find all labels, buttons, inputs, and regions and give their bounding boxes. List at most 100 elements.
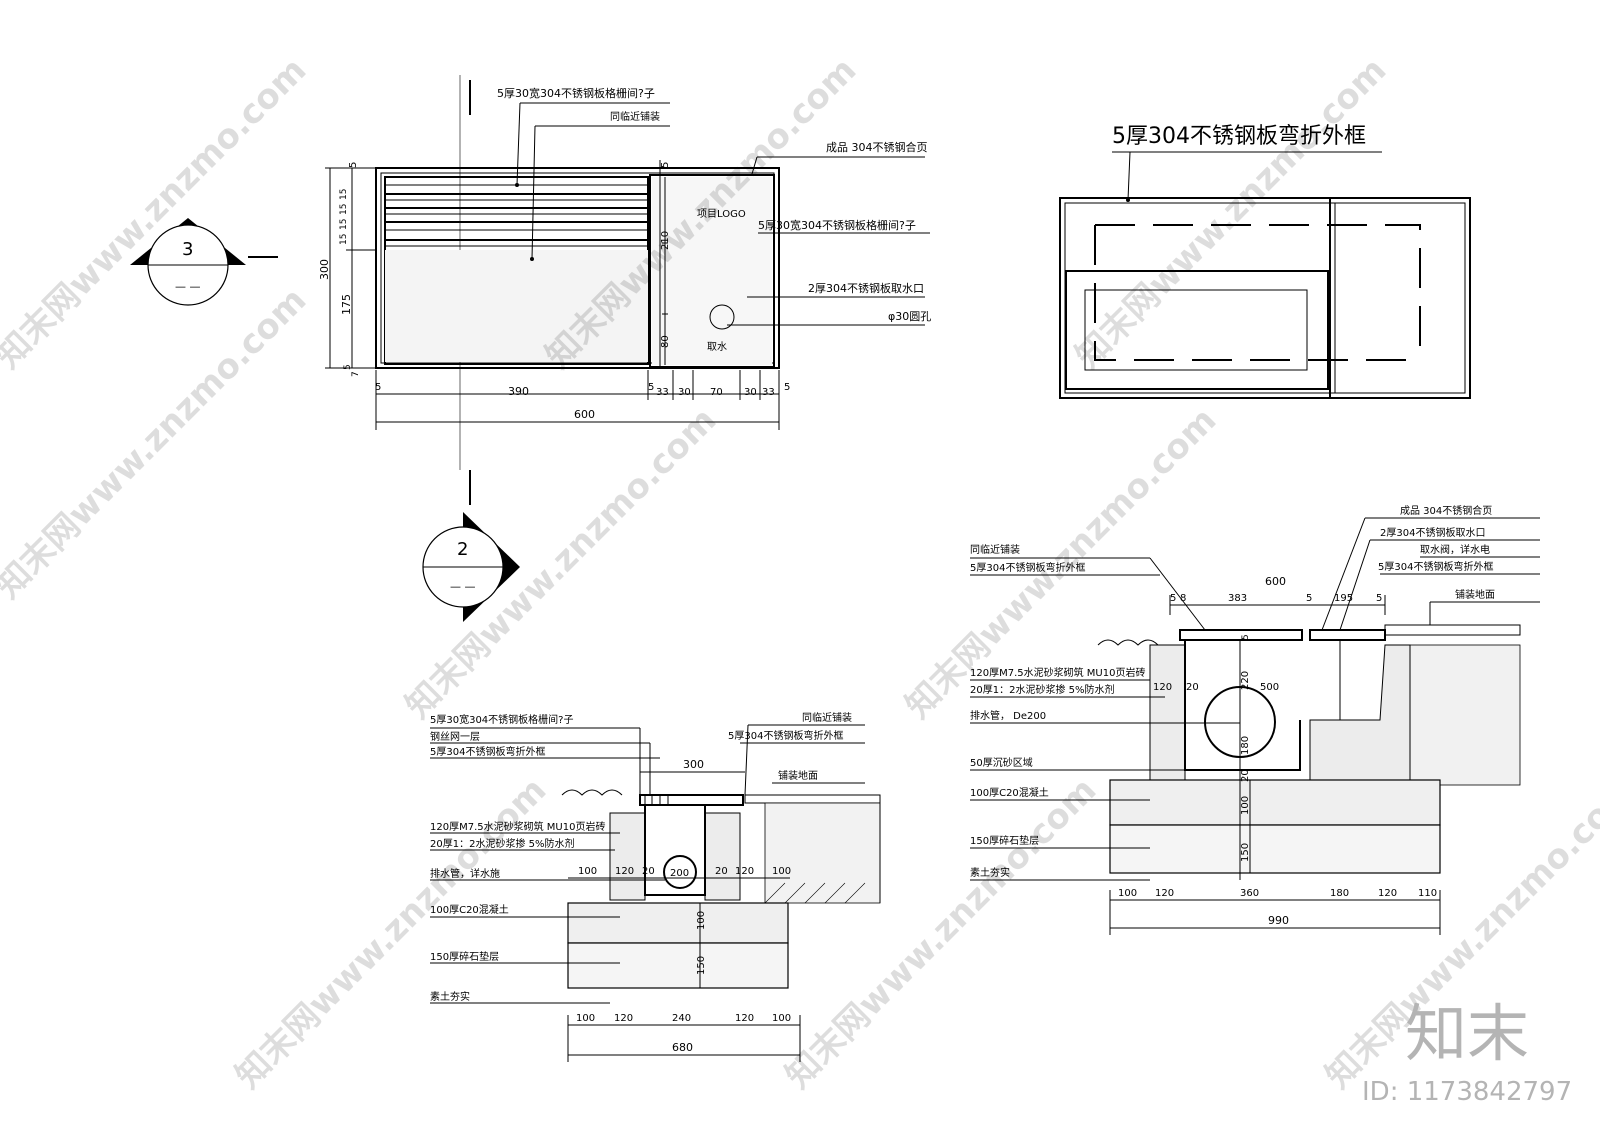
sl-dim-150: 150 xyxy=(696,956,707,975)
plan-dim-210: 210 xyxy=(660,231,671,250)
section-2-number: 2 xyxy=(457,539,468,560)
sr-label-2: 120厚M7.5水泥砂浆砌筑 MU10页岩砖 xyxy=(970,666,1145,679)
sl-dim-mid-0: 100 xyxy=(578,866,597,877)
section-marker-3 xyxy=(130,218,278,306)
plan-label-grate: 5厚30宽304不锈钢板格栅间?子 xyxy=(497,86,655,100)
plan-dim-bottom-5b: 5 xyxy=(784,382,790,393)
sl-dim-bottom-1: 120 xyxy=(614,1013,633,1024)
sl-dim-mid-2: 20 xyxy=(642,866,655,877)
plan-dim-bottom-2: 5 xyxy=(648,382,654,393)
sr-dim-bottom-5: 110 xyxy=(1418,888,1437,899)
section-marker-2 xyxy=(422,512,520,622)
sr-dim-top-3: 5 xyxy=(1306,593,1312,604)
sr-dim-vert-2: 180 xyxy=(1240,736,1251,755)
sr-dim-top-4: 195 xyxy=(1334,593,1353,604)
sl-label-5: 排水管，详水施 xyxy=(430,867,500,880)
plan-dim-80: 80 xyxy=(660,335,671,348)
sr-dim-top-1: 8 xyxy=(1180,593,1186,604)
sr-dim-bottom-4: 120 xyxy=(1378,888,1397,899)
sr-dim-total: 990 xyxy=(1268,914,1289,927)
sr-dim-bottom-0: 100 xyxy=(1118,888,1137,899)
sr-label-5: 50厚沉砂区域 xyxy=(970,756,1033,769)
frame-view-title: 5厚304不锈钢板弯折外框 xyxy=(1112,124,1366,149)
plan-label-paving: 同临近铺装 xyxy=(610,110,660,123)
sr-label-7: 150厚碎石垫层 xyxy=(970,834,1039,847)
plan-dim-left-3: 15 xyxy=(339,219,349,230)
sr-dim-top-5: 5 xyxy=(1376,593,1382,604)
frame-view xyxy=(1059,151,1471,399)
sl-dim-top: 300 xyxy=(683,758,704,771)
sr-label-8: 素土夯实 xyxy=(970,866,1010,879)
plan-dim-left-2: 15 xyxy=(339,204,349,215)
sr-dim-mid-1: 20 xyxy=(1186,682,1199,693)
sr-dim-mid-0: 120 xyxy=(1153,682,1172,693)
sr-dim-vert-1: 220 xyxy=(1240,671,1251,690)
plan-dim-left-1: 15 xyxy=(339,189,349,200)
sl-dim-bottom-3: 120 xyxy=(735,1013,754,1024)
plan-dim-5-top: 5 xyxy=(660,162,671,168)
plan-logo-text: 项目LOGO xyxy=(697,208,746,220)
sl-label-right-1: 5厚304不锈钢板弯折外框 xyxy=(728,729,843,742)
sl-label-2: 5厚304不锈钢板弯折外框 xyxy=(430,745,545,758)
sr-label-6: 100厚C20混凝土 xyxy=(970,786,1049,799)
sr-dim-bottom-3: 180 xyxy=(1330,888,1349,899)
watermark-5: 知末网www.znzmo.com xyxy=(398,400,724,726)
sl-label-8: 素土夯实 xyxy=(430,990,470,1003)
sr-dim-vert-4: 100 xyxy=(1240,796,1251,815)
sl-dim-mid-3: 20 xyxy=(715,866,728,877)
sl-label-6: 100厚C20混凝土 xyxy=(430,903,509,916)
plan-dim-left-0: 5 xyxy=(348,162,359,168)
plan-dim-bottom-70: 70 xyxy=(710,387,723,398)
sl-label-0: 5厚30宽304不锈钢板格栅间?子 xyxy=(430,713,573,726)
plan-dim-bottom-30b: 30 xyxy=(744,387,757,398)
sl-label-right-2: 铺装地面 xyxy=(778,769,818,782)
sr-dim-top-2: 383 xyxy=(1228,593,1247,604)
section-left xyxy=(430,724,881,1062)
plan-dim-total: 600 xyxy=(574,408,595,421)
sr-label-right-2: 取水阀，详水电 xyxy=(1420,543,1490,556)
sl-label-1: 钢丝网一层 xyxy=(430,730,480,743)
sl-dim-bottom-0: 100 xyxy=(576,1013,595,1024)
watermark-3: 知末网www.znzmo.com xyxy=(1068,50,1394,376)
sl-dim-mid-5: 100 xyxy=(772,866,791,877)
plan-label-water-port: 2厚304不锈钢板取水口 xyxy=(808,281,924,295)
sl-dim-100: 100 xyxy=(696,911,707,930)
sr-label-3: 20厚1：2水泥砂浆掺 5%防水剂 xyxy=(970,683,1115,696)
sl-label-4: 20厚1：2水泥砂浆掺 5%防水剂 xyxy=(430,837,575,850)
sr-dim-top-0: 5 xyxy=(1170,593,1176,604)
brand-logo: 知末 xyxy=(1405,997,1529,1070)
plan-dim-bottom-33b: 33 xyxy=(762,387,775,398)
sl-label-3: 120厚M7.5水泥砂浆砌筑 MU10页岩砖 xyxy=(430,820,605,833)
sl-dim-bottom-2: 240 xyxy=(672,1013,691,1024)
plan-dim-left-7: 7 xyxy=(351,371,361,377)
plan-view xyxy=(325,75,930,505)
sr-label-0: 同临近铺装 xyxy=(970,543,1020,556)
sr-label-right-0: 成品 304不锈钢合页 xyxy=(1400,504,1492,517)
plan-dim-bottom-33a: 33 xyxy=(656,387,669,398)
watermark-7: 知末网www.znzmo.com xyxy=(228,770,554,1096)
plan-dim-bottom-30a: 30 xyxy=(678,387,691,398)
brand-id: ID: 1173842797 xyxy=(1362,1077,1572,1107)
plan-dim-left-4: 15 xyxy=(339,234,349,245)
sl-label-right-0: 同临近铺装 xyxy=(802,711,852,724)
section-right xyxy=(970,517,1540,935)
sl-dim-bottom-4: 100 xyxy=(772,1013,791,1024)
sr-dim-top-total: 600 xyxy=(1265,575,1286,588)
section-3-sub: — — xyxy=(175,280,201,293)
sr-dim-vert-3: 20 xyxy=(1240,769,1251,782)
plan-dim-left-5b: 5 xyxy=(343,364,353,370)
plan-water-text: 取水 xyxy=(707,341,727,353)
plan-label-hole: φ30圆孔 xyxy=(888,310,931,323)
plan-label-hinge: 成品 304不锈钢合页 xyxy=(826,140,928,154)
sr-dim-bottom-1: 120 xyxy=(1155,888,1174,899)
sr-dim-bottom-2: 360 xyxy=(1240,888,1259,899)
plan-dim-left-total: 300 xyxy=(318,259,331,280)
section-3-number: 3 xyxy=(182,239,193,260)
plan-label-grate-2: 5厚30宽304不锈钢板格栅间?子 xyxy=(758,218,916,232)
sr-label-right-3: 5厚304不锈钢板弯折外框 xyxy=(1378,560,1493,573)
sr-dim-vert-0: 5 xyxy=(1241,634,1251,640)
sl-label-7: 150厚碎石垫层 xyxy=(430,950,499,963)
sr-label-right-1: 2厚304不锈钢板取水口 xyxy=(1380,526,1485,539)
